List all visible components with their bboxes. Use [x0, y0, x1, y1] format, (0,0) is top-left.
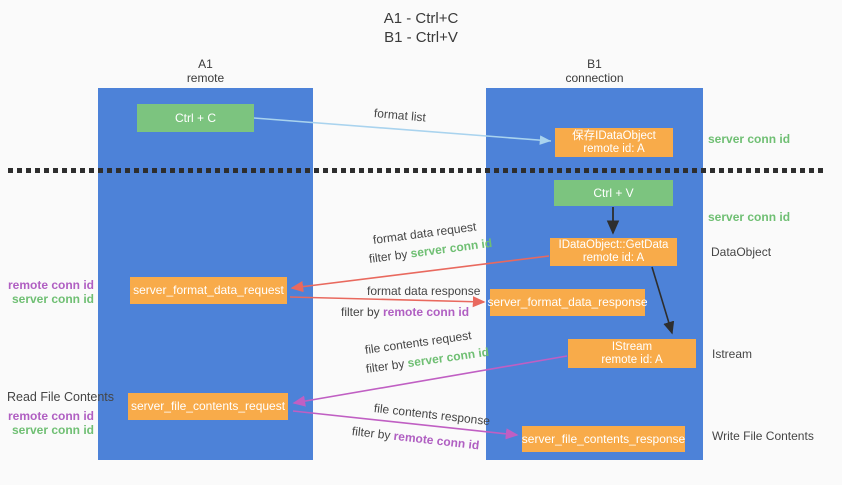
- label-filter-by-remote-conn-id-2: filter by remote conn id: [351, 424, 480, 452]
- annotation-format-request-conn-ids: remote conn id server conn id: [8, 278, 94, 306]
- annotation-server-conn-id-mid: server conn id: [708, 210, 791, 224]
- column-b1-name: connection: [565, 71, 624, 85]
- node-idataobject-getdata: IDataObject::GetData remote id: A: [550, 238, 677, 266]
- column-header-a1: A1 remote: [98, 57, 313, 85]
- annotation-remote-conn-id-1: remote conn id: [8, 278, 95, 292]
- column-header-b1: B1 connection: [486, 57, 703, 85]
- node-server-file-contents-response-label: server_file_contents_response: [521, 431, 686, 446]
- node-idataobject-getdata-title: IDataObject::GetData: [558, 239, 669, 251]
- column-b1-id: B1: [587, 57, 602, 71]
- node-ctrl-v: Ctrl + V: [554, 180, 673, 206]
- column-a1-id: A1: [198, 57, 213, 71]
- node-ctrl-c: Ctrl + C: [137, 104, 254, 132]
- node-server-file-contents-response: server_file_contents_response: [522, 426, 685, 452]
- node-server-format-data-request-label: server_format_data_request: [133, 283, 284, 297]
- label-filter-by-text-1: filter by: [368, 246, 412, 266]
- label-filter-by-text-3: filter by: [365, 356, 409, 376]
- annotation-remote-conn-id-2: remote conn id: [8, 409, 95, 423]
- node-save-idataobject: 保存IDataObject remote id: A: [555, 128, 673, 157]
- title-line-1: A1 - Ctrl+C: [383, 10, 459, 27]
- node-istream: IStream remote id: A: [568, 339, 696, 368]
- annotation-istream: Istream: [712, 347, 753, 361]
- label-remote-conn-id-filter-1: remote conn id: [383, 305, 470, 319]
- label-filter-by-remote-conn-id-1: filter by remote conn id: [341, 305, 469, 319]
- label-format-data-response: format data response: [367, 284, 481, 298]
- node-server-format-data-request: server_format_data_request: [130, 277, 287, 304]
- copy-paste-separator-line: [8, 168, 826, 173]
- annotation-file-request-conn-ids: remote conn id server conn id: [8, 409, 94, 437]
- annotation-server-conn-id-2: server conn id: [11, 423, 94, 437]
- label-file-contents-response: file contents response: [373, 401, 491, 429]
- node-save-idataobject-remote-id: remote id: A: [583, 142, 645, 155]
- annotation-server-conn-id-1: server conn id: [11, 292, 94, 306]
- node-server-file-contents-request-label: server_file_contents_request: [130, 399, 286, 413]
- label-filter-by-text-2: filter by: [341, 305, 384, 319]
- node-ctrl-v-label: Ctrl + V: [593, 185, 634, 200]
- node-server-format-data-response-label: server_format_data_response: [487, 295, 648, 309]
- annotation-dataobject: DataObject: [711, 245, 772, 259]
- node-save-idataobject-title: 保存IDataObject: [572, 129, 656, 142]
- node-server-file-contents-request: server_file_contents_request: [128, 393, 288, 420]
- annotation-server-conn-id-top: server conn id: [708, 132, 791, 146]
- column-a1-name: remote: [186, 71, 225, 85]
- node-istream-remote-id: remote id: A: [601, 353, 663, 366]
- diagram-title: A1 - Ctrl+C B1 - Ctrl+V: [0, 9, 842, 47]
- node-idataobject-getdata-remote-id: remote id: A: [582, 252, 645, 264]
- node-ctrl-c-label: Ctrl + C: [174, 110, 216, 125]
- annotation-read-file-contents: Read File Contents: [7, 390, 115, 404]
- label-remote-conn-id-filter-2: remote conn id: [392, 428, 481, 453]
- label-format-list: format list: [373, 106, 427, 125]
- annotation-write-file-contents: Write File Contents: [712, 429, 814, 443]
- label-filter-by-text-4: filter by: [351, 424, 395, 443]
- node-istream-title: IStream: [611, 340, 653, 353]
- node-server-format-data-response: server_format_data_response: [487, 289, 648, 316]
- title-line-2: B1 - Ctrl+V: [384, 29, 458, 46]
